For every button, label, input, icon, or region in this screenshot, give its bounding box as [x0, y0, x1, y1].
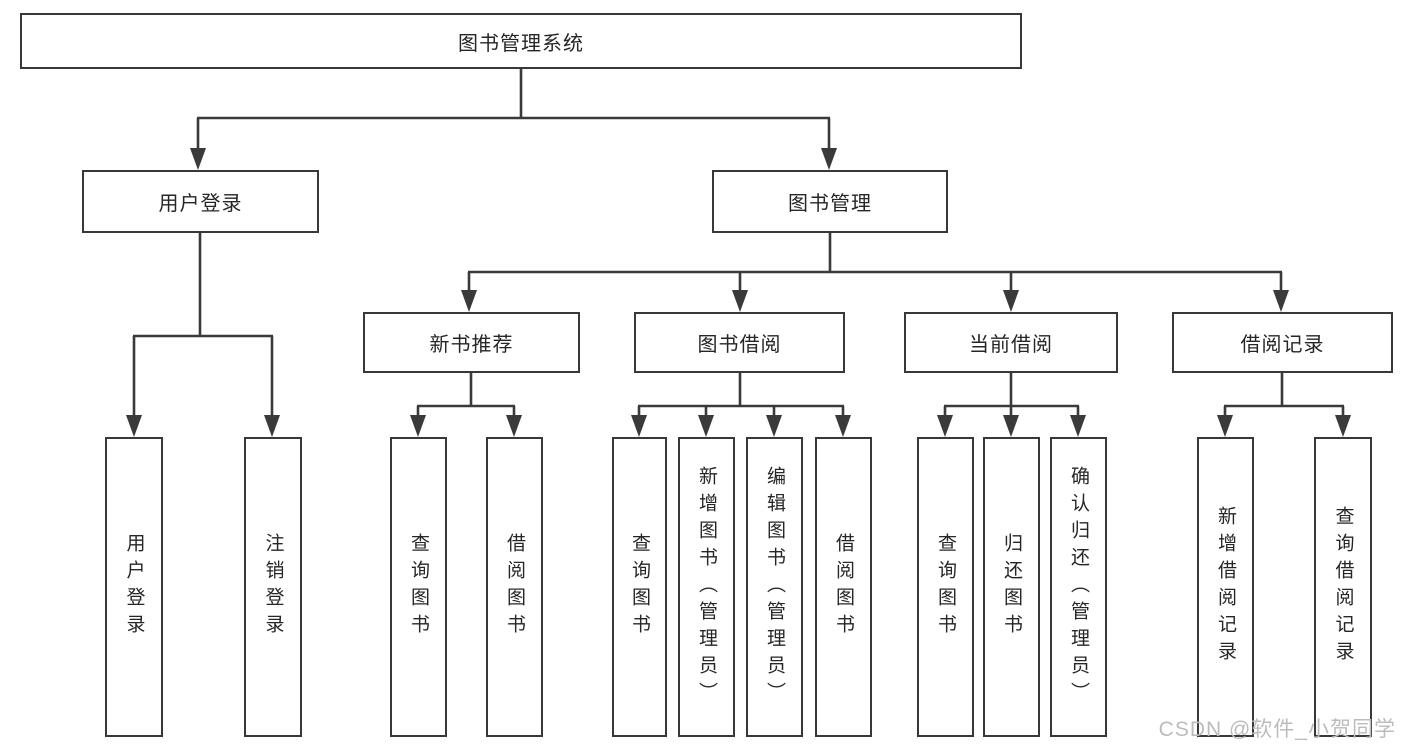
leaf-borrow-books-borrow: 借阅图书 [815, 437, 872, 737]
leaf-add-book-admin: 新增图书（管理员） [678, 437, 735, 737]
node-book-borrow: 图书借阅 [634, 312, 845, 373]
node-user-login: 用户登录 [82, 170, 319, 233]
node-current-borrow: 当前借阅 [904, 312, 1118, 373]
leaf-borrow-books-recommend: 借阅图书 [486, 437, 543, 737]
leaf-query-books-borrow: 查询图书 [612, 437, 667, 737]
node-root-system: 图书管理系统 [20, 13, 1022, 69]
csdn-watermark: CSDN @软件_小贺同学 [1158, 718, 1396, 741]
leaf-return-book: 归还图书 [983, 437, 1040, 737]
node-new-book-recommend: 新书推荐 [363, 312, 580, 373]
leaf-query-books-current: 查询图书 [917, 437, 974, 737]
leaf-user-login: 用户登录 [105, 437, 163, 737]
leaf-query-books-recommend: 查询图书 [390, 437, 447, 737]
node-book-management: 图书管理 [712, 170, 948, 233]
leaf-add-borrow-record: 新增借阅记录 [1197, 437, 1254, 737]
leaf-edit-book-admin: 编辑图书（管理员） [746, 437, 803, 737]
leaf-query-borrow-record: 查询借阅记录 [1314, 437, 1372, 737]
node-borrow-records: 借阅记录 [1172, 312, 1393, 373]
leaf-logout: 注销登录 [244, 437, 302, 737]
leaf-confirm-return-admin: 确认归还（管理员） [1050, 437, 1107, 737]
